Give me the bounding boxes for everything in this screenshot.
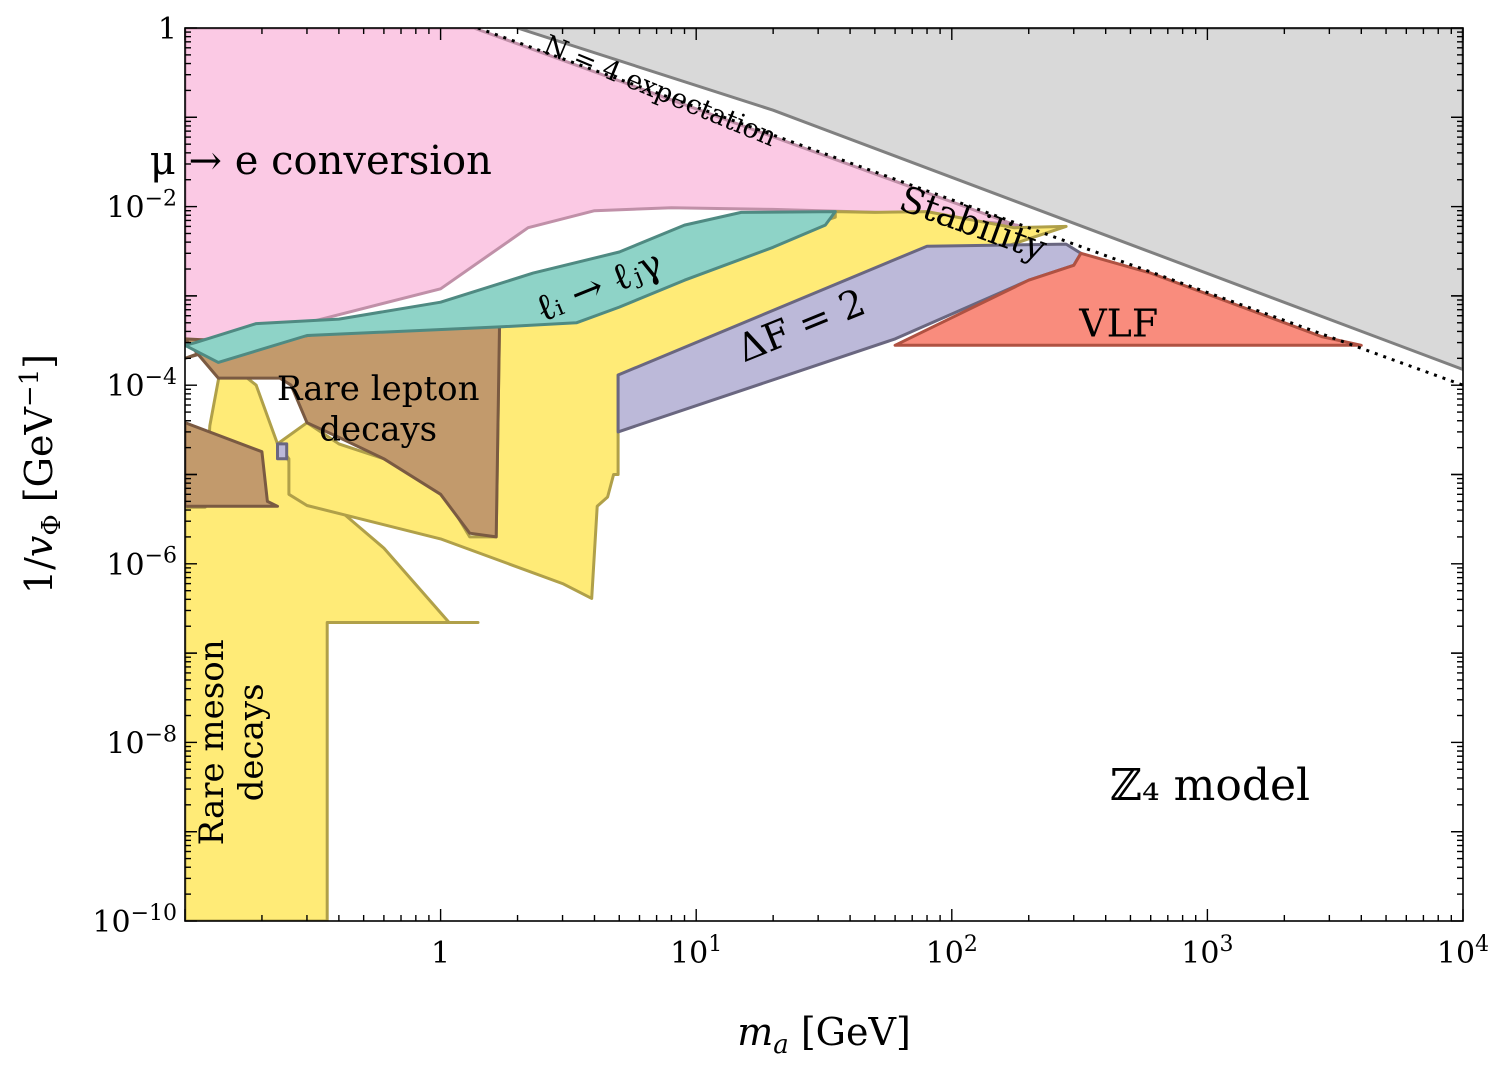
region-l-i-to-l-j-gamma (185, 210, 837, 364)
x-tick-label: 101 (670, 932, 722, 971)
y-tick-label: 10−10 (92, 901, 177, 940)
region-label-mu-to-e-conversion: μ → e conversion (150, 138, 492, 184)
y-tick-label: 10−8 (106, 722, 177, 761)
y-tick-label: 10−4 (106, 365, 177, 404)
y-axis-title: 1/vΦ [GeV−1] (15, 354, 67, 594)
region-stability (516, 28, 1463, 371)
region-label-rare-meson-decays: Rare mesondecays (192, 639, 271, 845)
x-tick-label: 103 (1181, 932, 1233, 971)
x-axis-title: ma [GeV] (737, 1010, 911, 1060)
tick-layer: 1 101 102 103 104 1 10−2 10−4 10−6 10−8 10−10 (92, 12, 1489, 971)
region-label-vlf: VLF (1078, 301, 1158, 345)
region-rare-lepton-decays-lower-lobe (185, 421, 279, 508)
region-delta-f-2 (276, 442, 289, 461)
y-tick-label: 10−6 (106, 544, 177, 583)
y-tick-label: 10−2 (106, 187, 177, 226)
y-tick-label: 1 (158, 12, 177, 47)
x-tick-label: 104 (1437, 932, 1489, 971)
region-rare-lepton-decays (185, 325, 501, 539)
x-tick-label: 1 (431, 936, 450, 971)
model-annotation: ℤ₄ model (1110, 760, 1310, 811)
expectation-line (477, 28, 1463, 387)
region-vlf (893, 251, 1363, 347)
regions-layer (185, 28, 1463, 921)
expectation-layer (477, 28, 1463, 387)
x-tick-label: 102 (926, 932, 978, 971)
